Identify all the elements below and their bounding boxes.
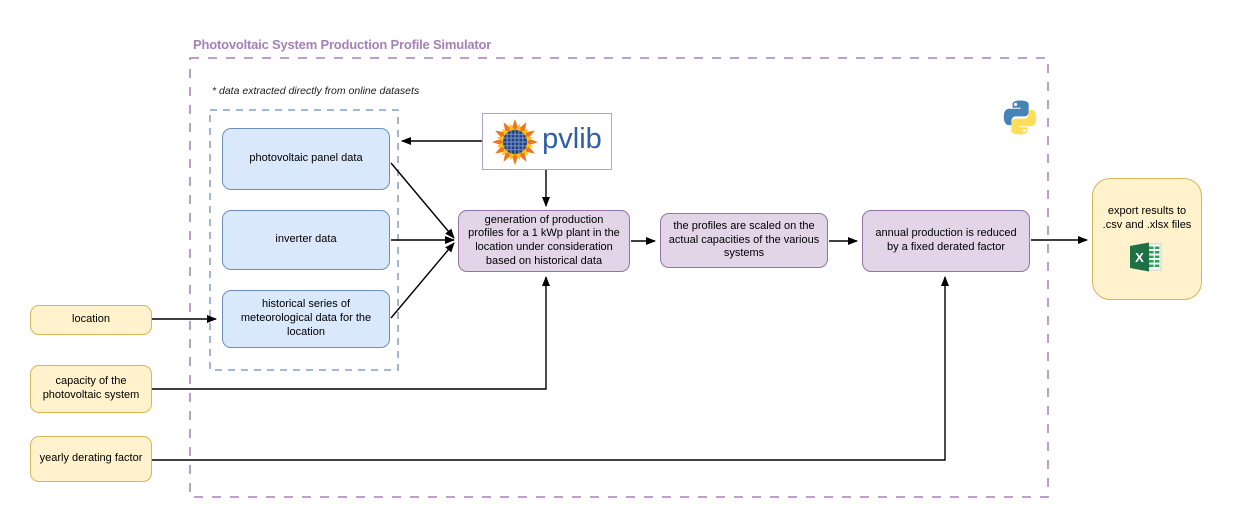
python-logo-icon: [1003, 100, 1037, 135]
node-label: annual production is reduced by a fixed …: [875, 227, 1017, 253]
node-label: inverter data: [275, 233, 337, 246]
pvlib-sun-icon: [492, 118, 539, 165]
node-generation-step: generation of production profiles for a …: [458, 210, 630, 272]
excel-icon: X: [1130, 242, 1162, 272]
pvlib-wordmark: pvlib: [542, 123, 602, 155]
node-photovoltaic-panel-data: photovoltaic panel data: [222, 128, 390, 190]
node-derating-step: annual production is reduced by a fixed …: [862, 210, 1030, 272]
node-label: generation of production profiles for a …: [468, 213, 620, 267]
node-inverter-data: inverter data: [222, 210, 390, 270]
node-label: historical series of meteorological data…: [240, 298, 372, 338]
node-export-results: export results to .csv and .xlsx files X: [1092, 178, 1202, 300]
simulator-boundary-box: [189, 57, 1049, 498]
node-input-location: location: [30, 305, 152, 335]
arrow-panel-data-to-generation: [390, 162, 455, 239]
datasets-note: * data extracted directly from online da…: [212, 85, 420, 97]
svg-text:X: X: [1135, 250, 1144, 265]
node-meteorological-data: historical series of meteorological data…: [222, 290, 390, 348]
node-input-derating-factor: yearly derating factor: [30, 436, 152, 482]
arrow-meteo-data-to-generation: [390, 242, 455, 319]
node-label: capacity of the photovoltaic system: [42, 375, 140, 401]
node-label: export results to .csv and .xlsx files: [1102, 204, 1192, 231]
node-label: yearly derating factor: [39, 452, 143, 465]
node-label: the profiles are scaled on the actual ca…: [668, 219, 820, 260]
pvlib-logo: pvlib: [482, 113, 612, 170]
node-scaling-step: the profiles are scaled on the actual ca…: [660, 213, 828, 268]
node-input-capacity: capacity of the photovoltaic system: [30, 365, 152, 413]
node-label: photovoltaic panel data: [249, 152, 363, 165]
page-title: Photovoltaic System Production Profile S…: [193, 37, 492, 52]
node-label: location: [72, 313, 110, 326]
